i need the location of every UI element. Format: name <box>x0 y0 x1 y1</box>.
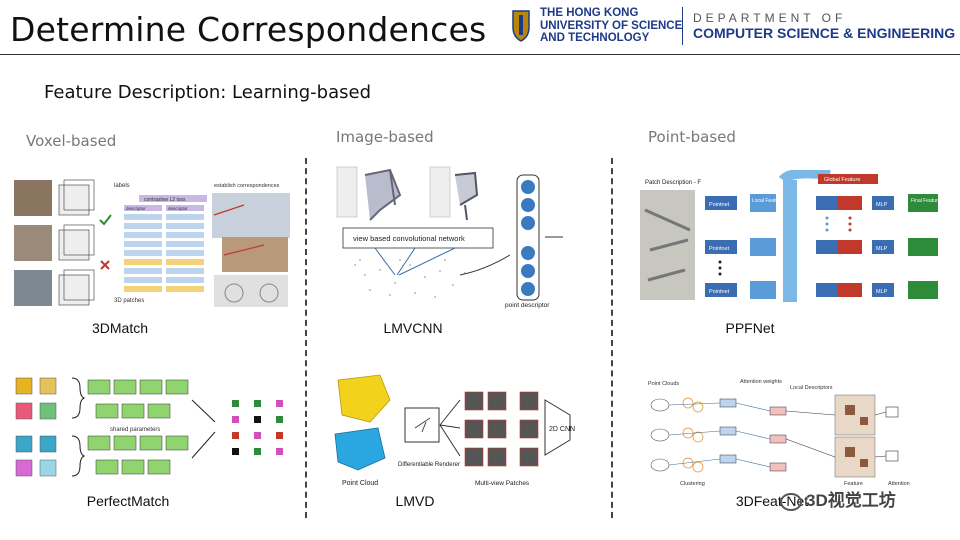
lmv-point-descriptor-text: point descriptor <box>505 302 550 309</box>
figure-lmvd: Point Cloud Differentiable Renderer Mult… <box>334 374 575 487</box>
dm-loss-text: contrastive L2 loss <box>144 197 186 203</box>
ppf-mlp-1: MLP <box>876 202 888 208</box>
lmvd-cnn-text: 2D CNN <box>549 426 575 433</box>
category-image: Image-based <box>336 128 434 146</box>
fn-attention2-text: Attention <box>888 481 910 487</box>
caption-perfectmatch: PerfectMatch <box>86 493 170 509</box>
lmv-network-text: view based convolutional network <box>353 234 465 243</box>
department-label: DEPARTMENT OF <box>693 11 847 25</box>
figure-lmvcnn: view based convolutional network point d… <box>336 166 563 309</box>
caption-lmvd: LMVD <box>395 493 435 509</box>
watermark: 3D视觉工坊 <box>780 486 896 511</box>
ppf-local-1: Local Feature <box>752 198 783 204</box>
caption-ppfnet: PPFNet <box>725 320 775 336</box>
department-name: COMPUTER SCIENCE & ENGINEERING <box>693 25 956 41</box>
figure-3dmatch: labels 3D patches contrastive L2 loss de… <box>14 179 290 307</box>
dm-descriptor-a: descriptor <box>126 206 146 211</box>
logo-separator <box>682 7 683 45</box>
figure-perfectmatch: shared parameters <box>15 377 283 477</box>
category-point: Point-based <box>648 128 736 146</box>
hkust-cse-logo: THE HONG KONG UNIVERSITY OF SCIENCE AND … <box>510 5 960 49</box>
dm-patches-text: 3D patches <box>114 298 144 304</box>
university-crest-icon <box>512 10 530 42</box>
pm-shared-text: shared parameters <box>110 427 160 433</box>
ppf-pointnet-3: Pointnet <box>709 289 730 295</box>
wechat-icon <box>780 492 802 511</box>
figure-3dfeatnet: Point Clouds Attention weights Local Des… <box>648 379 910 487</box>
fn-pointclouds-text: Point Clouds <box>648 381 679 387</box>
ppf-pointnet-2: Pointnet <box>709 246 730 252</box>
column-divider-2 <box>611 158 613 518</box>
dm-descriptor-b: descriptor <box>168 206 188 211</box>
ppf-mlp-2: MLP <box>876 246 888 252</box>
fn-feature-text: Feature <box>844 481 863 487</box>
slide-subtitle: Feature Description: Learning-based <box>44 82 372 103</box>
fn-local-text: Local Descriptors <box>790 385 833 391</box>
ppf-final-1: Final Features <box>911 198 943 204</box>
caption-3dmatch: 3DMatch <box>91 320 149 336</box>
lmvd-pointcloud-text: Point Cloud <box>342 480 378 487</box>
ppf-patch-text: Patch Description - F <box>645 180 701 186</box>
column-divider-1 <box>305 158 307 518</box>
dm-establish-text: establish correspondences <box>214 183 280 189</box>
fn-attention-text: Attention weights <box>740 379 782 385</box>
slide-title: Determine Correspondences <box>10 10 487 49</box>
ppf-mlp-3: MLP <box>876 289 888 295</box>
fn-clustering-text: Clustering <box>680 481 705 487</box>
university-name: THE HONG KONG UNIVERSITY OF SCIENCE AND … <box>540 7 683 44</box>
title-divider <box>0 54 960 55</box>
ppf-pointnet-1: Pointnet <box>709 202 730 208</box>
caption-lmvcnn: LMVCNN <box>383 320 443 336</box>
figure-ppfnet: Patch Description - F Pointnet Pointnet … <box>640 170 943 302</box>
lmvd-renderer-text: Differentiable Renderer <box>398 462 460 468</box>
lmvd-patches-text: Multi-view Patches <box>475 480 530 487</box>
ppf-global-text: Global Feature <box>824 177 860 183</box>
category-voxel: Voxel-based <box>26 132 117 150</box>
dm-labels-text: labels <box>114 183 130 189</box>
